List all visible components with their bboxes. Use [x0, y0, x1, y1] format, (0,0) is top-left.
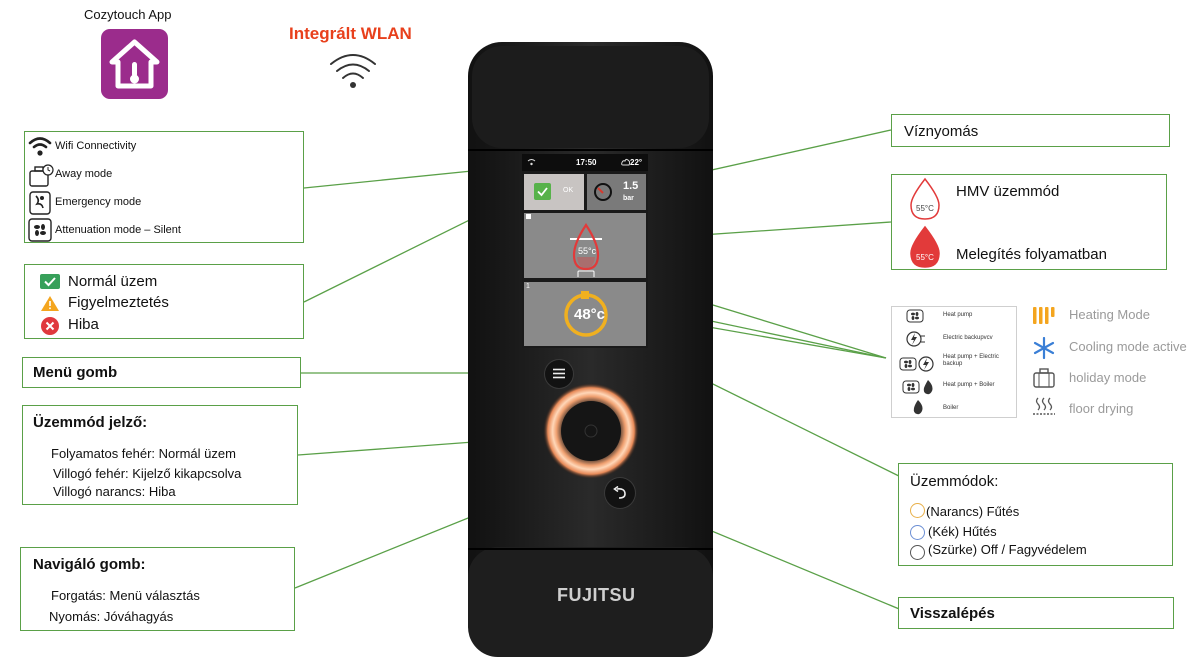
- screen-time: 17:50: [576, 158, 597, 167]
- mode-indicator-box: Üzemmód jelző: Folyamatos fehér: Normál …: [22, 405, 298, 505]
- check-icon: [40, 274, 60, 289]
- holiday-suitcase-icon: [1033, 368, 1055, 388]
- nav-button-line: Nyomás: Jóváhagyás: [49, 609, 174, 624]
- mode-legend-item: Heating Mode: [1069, 307, 1150, 322]
- screen-pressure-unit: bar: [623, 195, 634, 202]
- orange-circle-icon: [910, 503, 925, 518]
- screen-flow-temp: 48°c: [574, 306, 606, 323]
- state-normal: Normál üzem: [68, 273, 158, 290]
- back-box: Visszalépés: [898, 597, 1174, 629]
- screen-drop-icon: [564, 221, 608, 277]
- operating-mode-line: (Szürke) Off / Fagyvédelem: [928, 542, 1087, 557]
- status-icons-box: Wifi Connectivity Away mode Emergency mo…: [24, 131, 304, 243]
- operating-modes-title: Üzemmódok:: [910, 473, 999, 490]
- boiler-icon: [912, 399, 924, 415]
- pressure-box: Víznyomás: [891, 114, 1170, 147]
- source-legend-item: Electric backupvcv: [943, 335, 993, 341]
- mode-legend-item: holiday mode: [1069, 370, 1147, 385]
- error-icon: [40, 316, 60, 336]
- menu-button-title: Menü gomb: [33, 364, 118, 381]
- screen-zone-num: 1: [526, 283, 530, 290]
- device-screen: 17:50 22° OK 1.5 bar 55°c 1 48°c: [522, 154, 648, 348]
- status-item: Emergency mode: [55, 196, 142, 208]
- nav-button-box: Navigáló gomb: Forgatás: Menü választás …: [20, 547, 295, 631]
- screen-ok-tile[interactable]: OK: [524, 174, 584, 210]
- menu-button[interactable]: [545, 360, 573, 388]
- hamburger-icon: [553, 368, 565, 379]
- heat-pump-icon: [906, 309, 924, 323]
- screen-dhw-temp: 55°c: [578, 246, 597, 256]
- screen-pressure-tile[interactable]: 1.5 bar: [587, 174, 646, 210]
- heating-mode-icon: [1031, 304, 1057, 326]
- operating-modes-box: Üzemmódok: (Narancs) Fűtés (Kék) Hűtés (…: [898, 463, 1173, 566]
- screen-flag-icon: [526, 214, 531, 219]
- drop-filled-icon: [908, 225, 942, 269]
- snowflake-icon: [1033, 337, 1055, 359]
- status-item: Away mode: [55, 168, 113, 180]
- screen-ring-icon: [561, 288, 611, 338]
- emergency-mode-icon: [28, 190, 52, 216]
- warning-icon: [40, 295, 60, 312]
- drop-outline-temp: 55°C: [916, 204, 934, 213]
- mode-legend-item: floor drying: [1069, 401, 1134, 416]
- away-mode-icon: [28, 162, 54, 188]
- screen-dhw-tile[interactable]: 55°c: [524, 213, 646, 278]
- screen-ok-label: OK: [563, 187, 574, 194]
- hmv-box: 55°C HMV üzemmód 55°C Melegítés folyamat…: [891, 174, 1167, 270]
- cozytouch-app-icon: [101, 29, 168, 99]
- source-legend-item: Heat pump: [943, 312, 973, 318]
- controller-device: [468, 42, 713, 657]
- screen-status-bar: [522, 154, 648, 171]
- back-arrow-icon: [613, 486, 627, 500]
- back-button[interactable]: [605, 478, 635, 508]
- screen-cloud-icon: [621, 158, 630, 166]
- screen-outdoor-temp: 22°: [630, 158, 643, 167]
- nav-button-title: Navigáló gomb:: [33, 556, 146, 573]
- nav-button-line: Forgatás: Menü választás: [51, 588, 200, 603]
- navigation-knob[interactable]: [557, 402, 625, 470]
- status-item: Wifi Connectivity: [55, 140, 137, 152]
- app-label: Cozytouch App: [84, 7, 172, 22]
- wifi-connectivity-icon: [28, 135, 52, 157]
- attenuation-mode-icon: [28, 218, 52, 242]
- screen-pressure-value: 1.5: [623, 180, 639, 192]
- mode-indicator-line: Folyamatos fehér: Normál üzem: [51, 446, 236, 461]
- screen-wifi-icon: [527, 158, 536, 166]
- operating-mode-line: (Narancs) Fűtés: [926, 504, 1020, 519]
- screen-gauge-icon: [593, 182, 613, 202]
- pressure-title: Víznyomás: [904, 123, 979, 140]
- heat-pump-electric-icon: [899, 355, 939, 373]
- source-legend-box: Heat pump Electric backupvcv Heat pump +…: [891, 306, 1017, 418]
- hmv-heating-label: Melegítés folyamatban: [956, 246, 1107, 263]
- electric-backup-icon: [906, 331, 926, 347]
- source-legend-item: Heat pump + Boiler: [943, 382, 995, 388]
- state-error: Hiba: [68, 316, 99, 333]
- grey-circle-icon: [910, 545, 925, 560]
- screen-check-icon: [534, 183, 551, 200]
- wifi-icon: [328, 50, 378, 90]
- blue-circle-icon: [910, 525, 925, 540]
- mode-indicator-title: Üzemmód jelző:: [33, 414, 148, 431]
- screen-zone-tile[interactable]: 1 48°c: [524, 282, 646, 346]
- floor-drying-icon: [1032, 396, 1056, 418]
- drop-filled-temp: 55°C: [916, 253, 934, 262]
- back-title: Visszalépés: [910, 605, 995, 622]
- mode-indicator-line: Villogó fehér: Kijelző kikapcsolva: [53, 466, 242, 481]
- drop-outline-icon: [908, 177, 942, 221]
- fujitsu-logo: FUJITSU: [557, 585, 636, 605]
- menu-button-box: Menü gomb: [22, 357, 301, 388]
- state-warning: Figyelmeztetés: [68, 294, 169, 311]
- status-item: Attenuation mode – Silent: [55, 224, 181, 236]
- source-legend-item: Boiler: [943, 405, 959, 411]
- hmv-mode-label: HMV üzemmód: [956, 183, 1060, 200]
- mode-indicator-line: Villogó narancs: Hiba: [53, 484, 176, 499]
- source-legend-item: Heat pump + Electric backup: [943, 354, 999, 367]
- mode-legend-item: Cooling mode active: [1069, 339, 1187, 354]
- wlan-title: Integrált WLAN: [289, 24, 412, 43]
- heat-pump-boiler-icon: [902, 378, 936, 396]
- operating-mode-line: (Kék) Hűtés: [928, 524, 997, 539]
- state-legend-box: Normál üzem Figyelmeztetés Hiba: [24, 264, 304, 339]
